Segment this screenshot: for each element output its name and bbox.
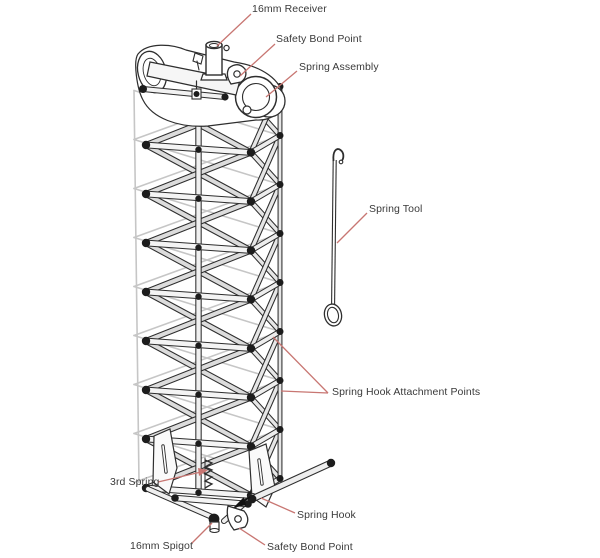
label-spring-assembly: Spring Assembly bbox=[299, 61, 379, 73]
label-safety-bond-point-bottom: Safety Bond Point bbox=[267, 541, 353, 553]
base-assembly bbox=[144, 428, 336, 534]
top-assembly bbox=[135, 40, 286, 127]
label-spring-hook: Spring Hook bbox=[297, 509, 356, 521]
leader-lines bbox=[157, 13, 368, 546]
label-safety-bond-point-top: Safety Bond Point bbox=[276, 33, 362, 45]
label-16mm-receiver: 16mm Receiver bbox=[252, 3, 327, 15]
label-spring-hook-attachment-points: Spring Hook Attachment Points bbox=[332, 386, 481, 398]
label-spring-tool: Spring Tool bbox=[369, 203, 423, 215]
label-16mm-spigot: 16mm Spigot bbox=[130, 540, 193, 552]
label-3rd-spring: 3rd Spring bbox=[110, 476, 160, 488]
spring-tool bbox=[323, 148, 345, 327]
